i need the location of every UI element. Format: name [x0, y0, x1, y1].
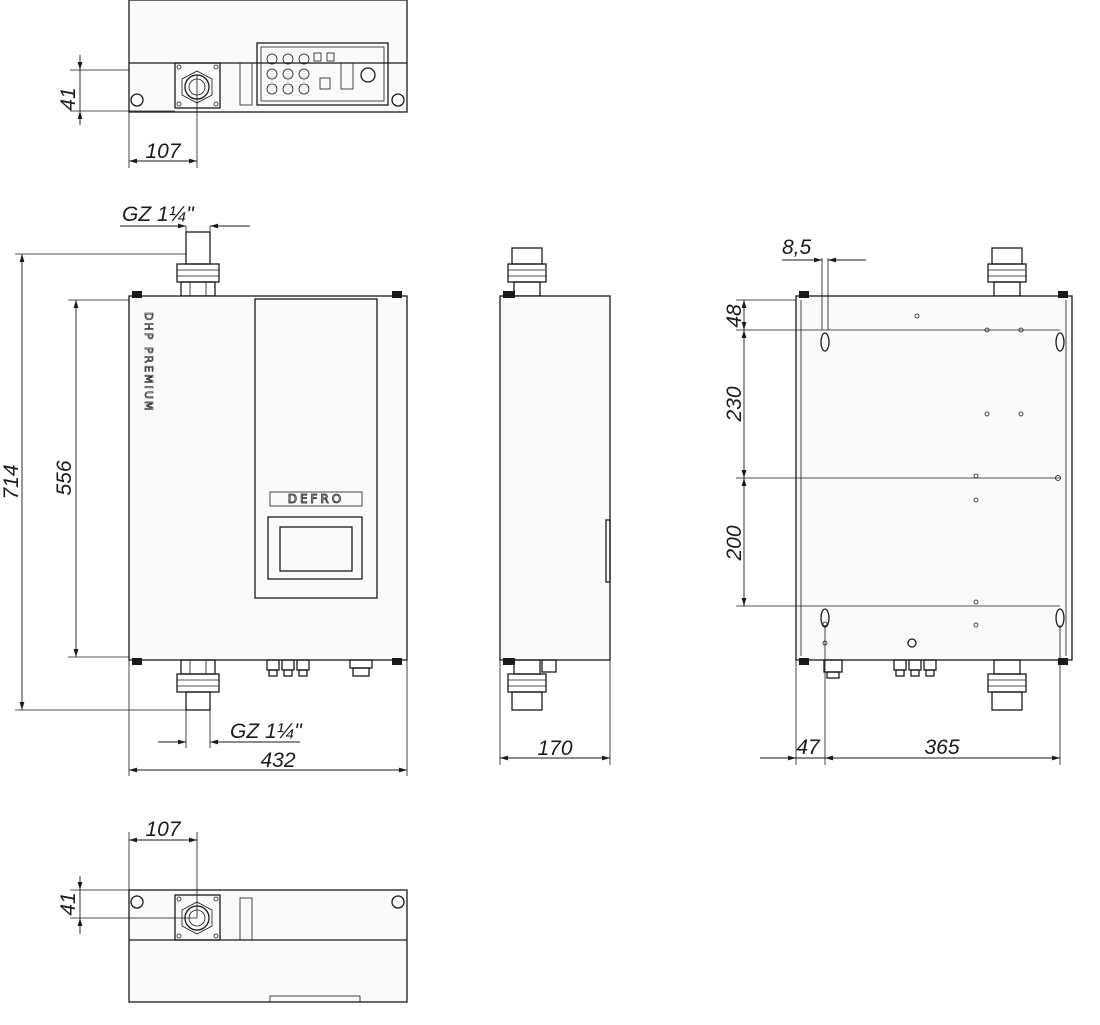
bottom-dim-107: 107 [145, 818, 181, 841]
thread-bottom-label: GZ 1¼" [230, 720, 303, 743]
dim-47: 47 [796, 736, 821, 759]
brand-logo: DEFRO [288, 492, 345, 506]
cable-gland-grid [266, 53, 310, 95]
model-label: DHP PREMIUM [142, 312, 155, 412]
back-bottom-fittings [823, 659, 1027, 711]
main-switch-icon [360, 67, 376, 83]
front-view: DHP PREMIUM DEFRO GZ 1¼" 714 [0, 203, 408, 776]
front-cable-glands [266, 659, 373, 677]
thread-top-label: GZ 1¼" [122, 203, 195, 226]
side-bottom-pipe [507, 659, 557, 711]
front-bottom-pipe [176, 659, 220, 711]
dim-432: 432 [260, 749, 295, 772]
top-view-mount-hole-left [130, 93, 144, 107]
dim-556: 556 [53, 460, 76, 495]
side-housing [499, 295, 611, 661]
top-view-slot [239, 62, 253, 106]
bottom-dim-41: 41 [57, 892, 80, 915]
side-view: 170 [499, 247, 611, 765]
top-dim-41: 41 [57, 87, 80, 110]
side-top-pipe [507, 247, 547, 297]
bottom-view: 107 41 [57, 818, 408, 1003]
display-screen [279, 526, 353, 572]
top-view-mount-hole-right [391, 93, 405, 107]
connection-panel [256, 42, 389, 106]
dim-8-5: 8,5 [782, 236, 812, 259]
display-bezel [267, 516, 363, 580]
back-top-pipe [987, 247, 1027, 297]
bottom-view-body [128, 889, 408, 1003]
front-housing [128, 295, 408, 661]
dim-230: 230 [723, 386, 746, 422]
dim-714: 714 [0, 464, 23, 499]
top-view: 41 107 [57, 0, 408, 168]
dim-200: 200 [723, 525, 746, 561]
dim-365: 365 [924, 736, 959, 759]
back-view: 8,5 48 230 200 47 365 [723, 236, 1073, 765]
mounting-keyhole-icon [820, 332, 1065, 628]
dim-48: 48 [723, 304, 746, 328]
front-top-pipe [176, 231, 220, 297]
front-panel [254, 298, 378, 599]
dim-170: 170 [537, 737, 572, 760]
top-dim-107: 107 [145, 140, 181, 163]
